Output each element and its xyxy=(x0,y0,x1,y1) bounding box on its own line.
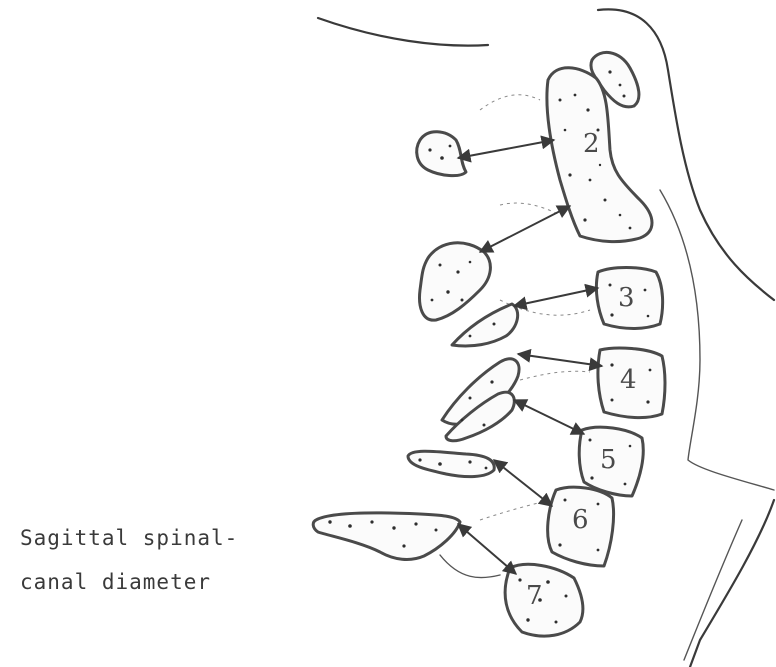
throat-contour-inner xyxy=(684,520,742,660)
arrow-c7 xyxy=(458,524,516,574)
arrow-c2 xyxy=(480,206,570,252)
arrow-c1 xyxy=(458,140,554,158)
spinous-process-c5 xyxy=(408,451,494,476)
arrow-c4 xyxy=(518,354,602,366)
skull-base-line xyxy=(318,18,488,46)
vertebra-number-c5: 5 xyxy=(600,445,617,475)
spinous-process-c6 xyxy=(313,513,460,560)
canal-line-1 xyxy=(480,95,540,110)
arrow-c5 xyxy=(514,400,584,434)
vertebra-number-c6: 6 xyxy=(572,505,589,535)
canal-line-4 xyxy=(520,371,590,380)
vertebra-number-c7: 7 xyxy=(526,581,543,611)
vertebra-number-c2: 2 xyxy=(583,129,600,159)
canal-line-5 xyxy=(480,500,550,520)
neck-contour-front xyxy=(660,190,774,490)
neck-contour-outer xyxy=(598,9,774,300)
label-sagittal-line2: canal diameter xyxy=(20,570,211,594)
canal-line-6 xyxy=(440,555,500,578)
throat-contour xyxy=(690,500,774,667)
vertebra-number-c3: 3 xyxy=(618,283,635,313)
spinous-process-c3 xyxy=(452,304,518,346)
vertebra-c1-posterior xyxy=(417,132,466,176)
label-sagittal-line1: Sagittal spinal- xyxy=(20,526,238,550)
vertebra-body-c7 xyxy=(505,564,583,636)
canal-line-2 xyxy=(500,203,560,215)
spinous-process-c2 xyxy=(420,243,491,320)
arrow-c6 xyxy=(494,460,552,506)
vertebra-number-c4: 4 xyxy=(620,365,637,395)
arrow-c3 xyxy=(514,288,598,306)
